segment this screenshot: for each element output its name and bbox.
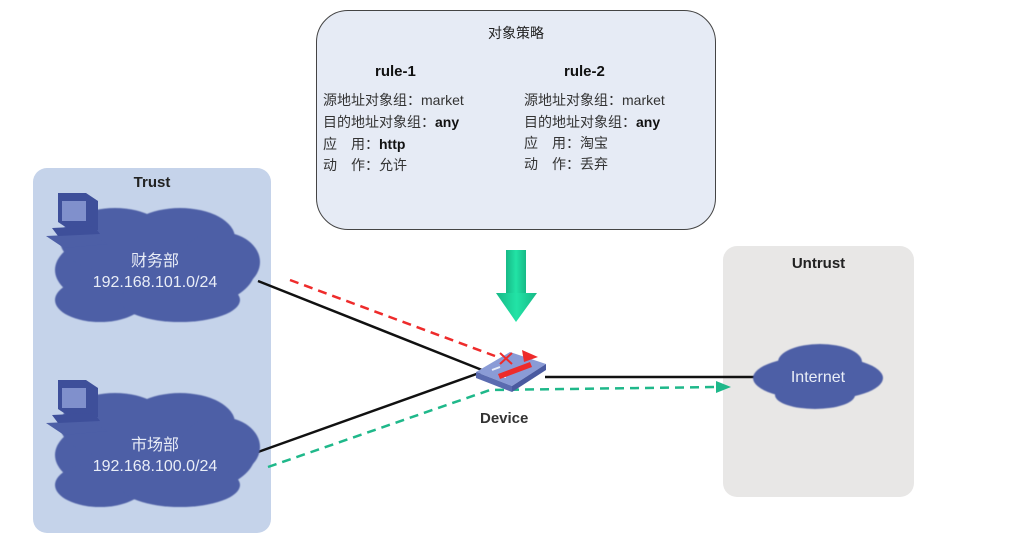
field-label: 应 用： xyxy=(323,137,379,153)
field-label: 目的地址对象组： xyxy=(524,115,636,131)
pc-icon xyxy=(46,380,108,435)
rule-field: 动 作：允许 xyxy=(323,156,464,177)
finance-subnet: 192.168.101.0/24 xyxy=(92,274,218,291)
field-value: http xyxy=(379,136,406,152)
rule-1: rule-1 源地址对象组：market 目的地址对象组：any 应 用：htt… xyxy=(323,61,464,177)
field-value: 允许 xyxy=(379,158,407,174)
untrust-zone-title: Untrust xyxy=(791,255,846,272)
field-label: 源地址对象组： xyxy=(323,93,421,109)
field-value: market xyxy=(622,92,665,108)
field-value: 丢弃 xyxy=(580,157,608,173)
market-subnet: 192.168.100.0/24 xyxy=(92,458,218,475)
link-finance-device xyxy=(257,279,483,372)
device-firewall-icon xyxy=(476,350,546,392)
policy-apply-arrow-icon xyxy=(496,250,537,322)
trust-zone-title: Trust xyxy=(133,174,171,191)
allowed-flow-arrowhead-icon xyxy=(716,381,731,393)
rule-field: 源地址对象组：market xyxy=(524,90,665,112)
finance-network-label: 财务部 192.168.101.0/24 xyxy=(60,250,250,294)
rule-field: 应 用：http xyxy=(323,134,464,156)
rule-name: rule-2 xyxy=(564,63,605,80)
field-label: 动 作： xyxy=(524,157,580,173)
rule-field: 动 作：丢弃 xyxy=(524,155,665,176)
object-policy-box: 对象策略 rule-1 源地址对象组：market 目的地址对象组：any 应 … xyxy=(316,10,716,230)
rule-field: 源地址对象组：market xyxy=(323,90,464,112)
finance-cloud-icon xyxy=(55,208,260,322)
rule-field: 目的地址对象组：any xyxy=(524,112,665,134)
field-value: any xyxy=(636,114,661,130)
market-network-label: 市场部 192.168.100.0/24 xyxy=(60,434,250,478)
rule-field: 目的地址对象组：any xyxy=(323,112,464,134)
internet-label: Internet xyxy=(790,369,846,386)
field-label: 目的地址对象组： xyxy=(323,115,435,131)
market-name: 市场部 xyxy=(130,435,179,454)
device-label: Device xyxy=(480,410,529,427)
policy-title: 对象策略 xyxy=(488,26,544,42)
allowed-flow-line xyxy=(267,385,719,469)
link-market-device xyxy=(257,370,483,454)
rule-2: rule-2 源地址对象组：market 目的地址对象组：any 应 用：淘宝 … xyxy=(524,61,665,176)
field-label: 应 用： xyxy=(524,136,580,152)
field-value: 淘宝 xyxy=(580,136,608,152)
rule-name: rule-1 xyxy=(375,63,416,80)
pc-icon xyxy=(46,193,108,248)
finance-name: 财务部 xyxy=(130,251,179,270)
field-label: 动 作： xyxy=(323,158,379,174)
blocked-flow-line xyxy=(289,278,496,358)
field-value: any xyxy=(435,114,460,130)
rule-field: 应 用：淘宝 xyxy=(524,134,665,155)
field-label: 源地址对象组： xyxy=(524,93,622,109)
field-value: market xyxy=(421,92,464,108)
market-cloud-icon xyxy=(55,393,260,507)
internet-cloud-icon xyxy=(753,344,883,409)
